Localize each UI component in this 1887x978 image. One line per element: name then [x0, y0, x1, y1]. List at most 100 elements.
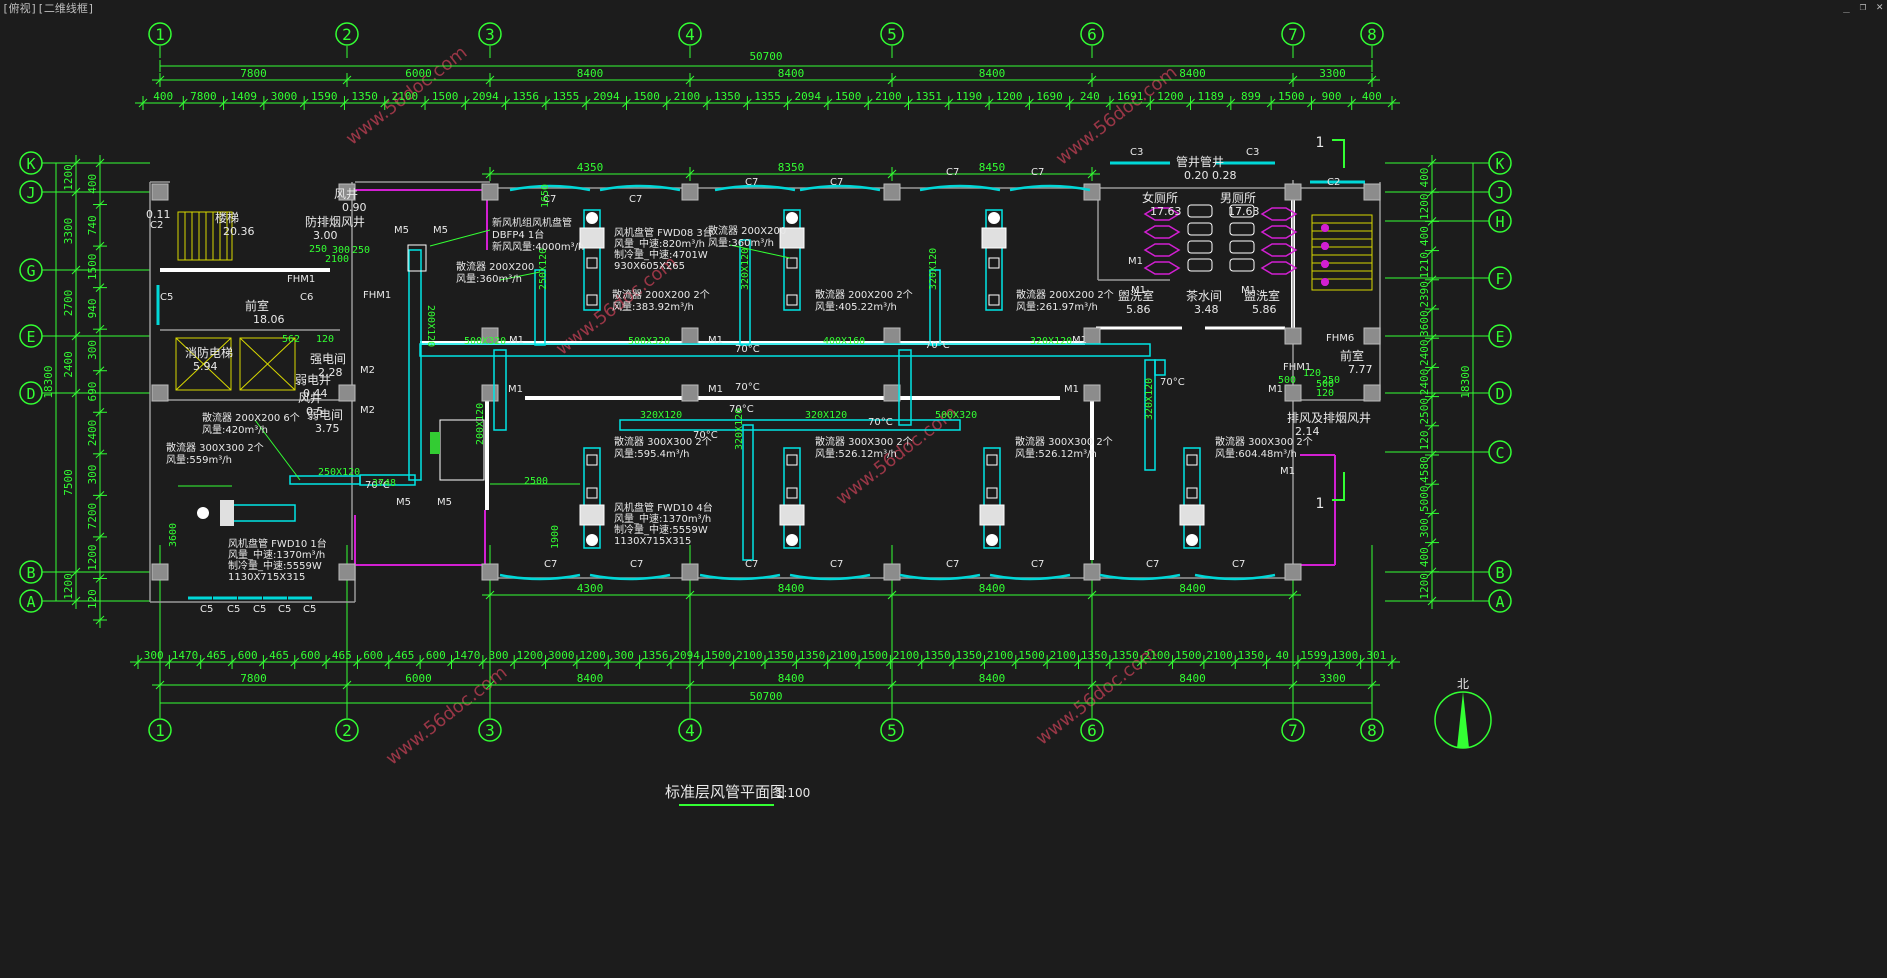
opening-label: M1	[1268, 384, 1283, 395]
axis-number-label: 8	[1367, 721, 1377, 740]
axis-letter-label: J	[1495, 184, 1504, 202]
axis-letter-label: H	[1495, 213, 1504, 231]
axis-number-label: 4	[685, 721, 695, 740]
toilet-stall	[1187, 240, 1213, 254]
fcu-note-l1: 风机盘管 FWD10 1台	[228, 537, 327, 550]
window-c7	[499, 573, 581, 581]
dim-right-inner-text: 5000	[1418, 486, 1431, 513]
dim-left-inner-text: 740	[86, 215, 99, 235]
dim-left-inner-text: 2400	[86, 420, 99, 447]
room-area: 3.00	[313, 229, 338, 242]
axis-letter-label: K	[26, 155, 35, 173]
dim-detail-bottom-text: 300	[614, 649, 634, 662]
fcu-note-l1: 风机盘管 FWD10 4台	[614, 501, 713, 514]
opening-label: C7	[1146, 559, 1159, 570]
misc-dimension: 120	[1303, 368, 1321, 379]
fcu-body	[783, 447, 801, 549]
dim-detail-bottom-text: 1350	[799, 649, 826, 662]
axis-bubble	[1488, 209, 1512, 233]
dim-detail-top-text: 2094	[472, 90, 499, 103]
dim-detail-bottom-text: 1350	[924, 649, 951, 662]
minimize-icon[interactable]: _	[1843, 0, 1850, 13]
axis-letter-label: E	[26, 328, 35, 346]
structural-column	[1284, 183, 1302, 201]
room-area: 3.75	[315, 422, 340, 435]
dim-detail-bottom-text: 1470	[172, 649, 199, 662]
dim-right-inner-text: 1210	[1418, 252, 1431, 279]
opening-label: C5	[200, 604, 213, 615]
diffuser-square	[586, 454, 598, 466]
axis-bubble	[1488, 266, 1512, 290]
opening-label: C7	[1232, 559, 1245, 570]
misc-dimension: 250	[309, 244, 327, 255]
dim-right-inner-text: 2400	[1418, 340, 1431, 367]
restore-icon[interactable]: ❐	[1859, 0, 1867, 13]
dim-room-top-text: 8450	[979, 161, 1006, 174]
axis-letter-label: D	[1495, 385, 1504, 403]
air-duct	[408, 249, 422, 481]
opening-label: C5	[278, 604, 291, 615]
dim-right-inner-text: 120	[1418, 430, 1431, 450]
axis-letter-label: B	[26, 564, 35, 582]
axis-bubble	[19, 151, 43, 175]
structural-column	[338, 563, 356, 581]
window-c7	[714, 184, 796, 192]
axis-letter-label: A	[26, 593, 35, 611]
dim-detail-bottom-text: 40	[1276, 649, 1289, 662]
dim-bays-bottom-text: 7800	[240, 672, 267, 685]
diffuser-note-1: 散流器 200X200 2个	[815, 288, 913, 301]
room-area: 20.36	[223, 225, 255, 238]
diffuser-note-2: 风量:559m³/h	[166, 454, 232, 466]
misc-dimension: 120	[316, 334, 334, 345]
fcu-diffuser-icon	[786, 534, 798, 546]
room-name: 弱电间	[307, 408, 343, 422]
section-mark-symbol	[1332, 139, 1345, 168]
close-icon[interactable]: ✕	[1876, 0, 1883, 13]
duct-size-label: 200X120	[425, 305, 436, 347]
axis-bubble	[19, 258, 43, 282]
dim-bays-bottom-text: 6000	[405, 672, 432, 685]
dim-detail-bottom-text: 1470	[454, 649, 481, 662]
window-titlebar: [俯视][二维线框] _ ❐ ✕	[0, 0, 1887, 15]
axis-number-label: 5	[887, 721, 897, 740]
room-area: 5.94	[193, 360, 218, 373]
window-c7	[699, 573, 781, 581]
dim-detail-top-text: 1356	[513, 90, 540, 103]
fcu-unit	[1179, 504, 1205, 526]
axis-letter-label: D	[26, 385, 35, 403]
diffuser-square	[786, 487, 798, 499]
dim-detail-bottom-text: 2100	[893, 649, 920, 662]
axis-bubble	[19, 324, 43, 348]
toilet-stall	[1187, 204, 1213, 218]
toilet-fixture	[1260, 207, 1298, 221]
axis-number-label: 4	[685, 25, 695, 44]
duct-size-label: 320X120	[740, 248, 751, 290]
dim-room-top-text: 4350	[577, 161, 604, 174]
fcu-note-l4: 1130X715X315	[228, 572, 305, 583]
diffuser-square	[786, 454, 798, 466]
dim-detail-top-text: 1355	[553, 90, 580, 103]
room-name: 管井管井	[1176, 154, 1224, 169]
window-c7	[899, 573, 981, 581]
window-c7	[1099, 573, 1181, 581]
opening-label: M1	[1072, 335, 1087, 346]
axis-number-label: 3	[485, 721, 495, 740]
dim-detail-bottom-text: 300	[489, 649, 509, 662]
toilet-fixture	[1260, 243, 1298, 257]
duct-size-label: 500X320	[628, 336, 670, 347]
temperature-label: 70°C	[868, 417, 893, 428]
diffuser-note-1: 散流器 200X200 2个	[612, 288, 710, 301]
structural-column	[151, 563, 169, 581]
structural-column	[883, 384, 901, 402]
opening-label: M1	[508, 384, 523, 395]
structural-column	[1083, 384, 1101, 402]
dim-detail-top-text: 2094	[593, 90, 620, 103]
structural-column	[681, 327, 699, 345]
room-area: 17.63	[1228, 205, 1260, 218]
drawing-scale: 1:100	[776, 786, 811, 800]
diffuser-square	[786, 257, 798, 269]
section-mark-symbol	[1332, 472, 1345, 501]
toilet-stall	[1229, 222, 1255, 236]
axis-bubble	[478, 718, 502, 742]
